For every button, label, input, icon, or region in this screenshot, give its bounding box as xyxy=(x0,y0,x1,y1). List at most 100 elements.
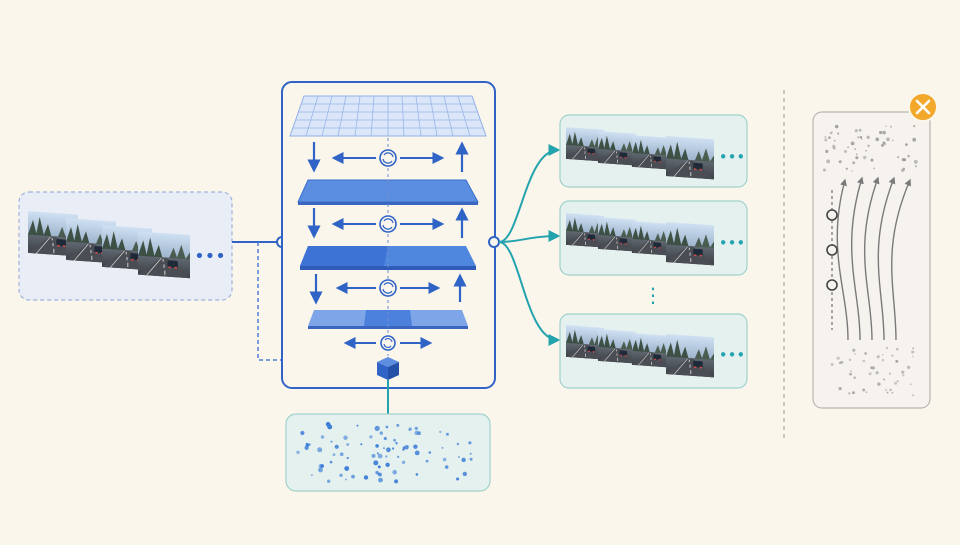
noise-dot xyxy=(327,479,331,483)
source-dot xyxy=(875,371,879,375)
noise-dot xyxy=(363,475,369,480)
target-dot xyxy=(857,136,860,139)
output-clip-2: ••• xyxy=(559,200,748,276)
noise-dot xyxy=(339,452,344,457)
noise-dot xyxy=(373,460,379,466)
source-dot xyxy=(901,370,905,374)
noise-dot xyxy=(334,444,339,449)
source-dot xyxy=(885,347,888,350)
noise-dot xyxy=(378,477,383,483)
source-dot xyxy=(891,391,894,394)
target-dot xyxy=(855,153,858,156)
target-dot xyxy=(873,167,876,170)
source-dot xyxy=(870,366,873,370)
noise-dot xyxy=(300,430,305,436)
source-dot xyxy=(911,350,915,354)
target-dot xyxy=(901,158,905,162)
path-node xyxy=(826,209,838,221)
noise-dot xyxy=(386,447,391,453)
noise-panel xyxy=(285,413,491,492)
noise-dot xyxy=(344,466,350,471)
noise-dot xyxy=(305,442,309,446)
noise-dot xyxy=(397,455,400,458)
source-distribution-dots xyxy=(830,347,915,397)
source-dot xyxy=(876,355,880,359)
target-dot xyxy=(892,139,894,142)
flow-panel-frame xyxy=(812,111,931,409)
source-dot xyxy=(902,374,905,377)
source-dot xyxy=(907,365,911,369)
noise-dot xyxy=(461,457,466,463)
noise-dots xyxy=(296,421,473,484)
noise-dot xyxy=(376,452,379,455)
noise-dot xyxy=(469,452,472,455)
target-dot xyxy=(822,168,826,172)
target-dot xyxy=(845,167,848,170)
target-dot xyxy=(866,135,870,139)
noise-dot xyxy=(317,447,323,453)
noise-dot xyxy=(329,460,333,464)
source-dot xyxy=(911,355,914,358)
noise-dot xyxy=(385,462,390,467)
target-dot xyxy=(913,124,916,128)
target-dot xyxy=(829,132,832,135)
close-icon[interactable] xyxy=(908,92,938,122)
target-dot xyxy=(824,138,828,142)
source-dot xyxy=(894,381,898,385)
target-dot xyxy=(885,125,887,128)
encoder-output-port xyxy=(488,236,500,248)
source-dot xyxy=(830,363,834,366)
noise-dot xyxy=(320,435,325,439)
source-dot xyxy=(877,382,881,386)
noise-dot xyxy=(457,456,460,458)
source-dot xyxy=(891,354,894,357)
noise-dot xyxy=(414,450,420,456)
noise-dot xyxy=(415,473,419,476)
noise-dot xyxy=(401,460,406,464)
target-dot xyxy=(912,137,917,142)
noise-dot xyxy=(414,430,419,435)
noise-dot xyxy=(402,448,405,451)
noise-dot xyxy=(332,453,336,456)
trajectory xyxy=(891,178,912,341)
branch-arrow-2 xyxy=(498,230,561,243)
noise-dot xyxy=(377,472,381,476)
noise-dot xyxy=(351,474,355,479)
noise-dot xyxy=(320,464,324,468)
feature-level-1 xyxy=(289,95,487,137)
noise-dot xyxy=(396,423,400,427)
source-dot xyxy=(862,388,866,392)
target-dot xyxy=(882,130,886,135)
noise-dot xyxy=(369,435,373,439)
cycle-icon xyxy=(380,335,396,351)
target-dot xyxy=(914,165,918,168)
noise-dot xyxy=(456,477,460,481)
target-dot xyxy=(886,137,890,142)
output-vertical-ellipsis: ⋮ xyxy=(643,283,663,307)
flow-panel xyxy=(812,92,938,409)
noise-dot xyxy=(318,467,323,473)
target-dot xyxy=(859,136,863,139)
feature-level-3 xyxy=(300,246,476,270)
noise-dot xyxy=(374,425,380,431)
trajectory xyxy=(877,176,896,341)
branch-arrow-3 xyxy=(498,241,561,346)
noise-dot xyxy=(395,442,398,445)
noise-dot xyxy=(456,442,460,446)
target-dot xyxy=(889,125,892,128)
input-clip: ••• xyxy=(18,191,233,301)
cross-scale-row-4 xyxy=(343,335,433,351)
source-dot xyxy=(852,391,855,395)
target-dot xyxy=(913,160,918,164)
noise-dot xyxy=(339,473,343,477)
noise-dot xyxy=(330,440,333,443)
source-dot xyxy=(854,353,856,355)
output-more-indicator: ••• xyxy=(719,234,746,252)
path-node xyxy=(826,279,838,291)
noise-dot xyxy=(425,459,429,463)
target-dot xyxy=(897,156,900,159)
source-dot xyxy=(865,391,868,394)
noise-dot xyxy=(360,443,363,446)
